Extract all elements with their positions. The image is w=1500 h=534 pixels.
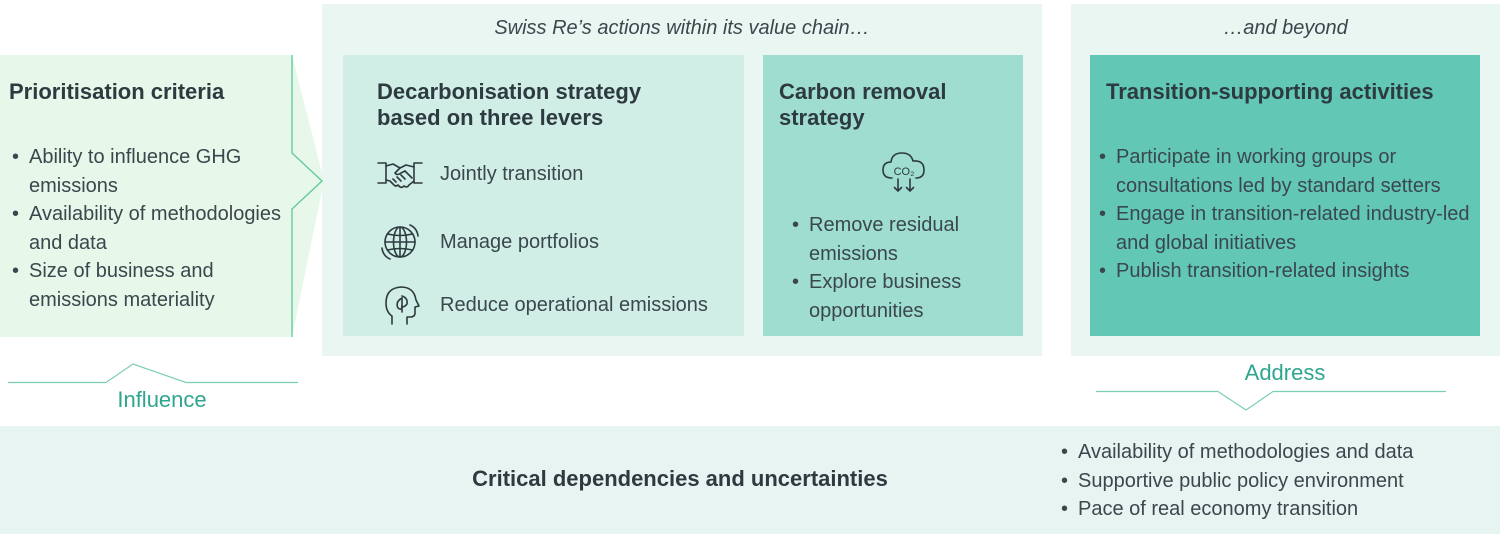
lever-label: Jointly transition (440, 162, 584, 185)
carbon-removal-box: Carbon removal strategy CO₂ Remove resid… (763, 55, 1023, 336)
co2-cloud-icon: CO₂ (878, 148, 930, 196)
carbon-removal-title-line1: Carbon removal (779, 79, 947, 104)
carbon-removal-list: Remove residual emissions Explore busine… (789, 211, 1014, 325)
carbon-removal-title-line2: strategy (779, 105, 865, 130)
handshake-icon (375, 154, 425, 194)
lever-jointly-transition: Jointly transition (375, 154, 583, 194)
decarbonisation-box: Decarbonisation strategy based on three … (343, 55, 744, 336)
list-item: Engage in transition-related industry-le… (1096, 200, 1476, 257)
transition-title: Transition-supporting activities (1106, 79, 1434, 104)
influence-label: Influence (117, 387, 207, 412)
list-item: Availability of methodologies and data (9, 200, 284, 257)
list-item: Publish transition-related insights (1096, 257, 1476, 286)
lever-label: Manage portfolios (440, 230, 599, 253)
head-leaf-icon (375, 285, 425, 325)
decarbonisation-title-line1: Decarbonisation strategy (377, 79, 642, 104)
list-item: Ability to influence GHG emissions (9, 143, 284, 200)
dependencies-title: Critical dependencies and uncertainties (472, 466, 888, 491)
address-label: Address (1244, 360, 1326, 385)
list-item: Explore business opportunities (789, 268, 1014, 325)
transition-list: Participate in working groups or consult… (1096, 143, 1476, 286)
lever-label: Reduce operational emissions (440, 293, 708, 316)
transition-box: Transition-supporting activities Partici… (1090, 55, 1480, 336)
lever-manage-portfolios: Manage portfolios (375, 222, 599, 262)
list-item: Remove residual emissions (789, 211, 1014, 268)
address-arrow (1096, 390, 1446, 411)
list-item: Size of business and emissions materiali… (9, 257, 284, 314)
prioritisation-title: Prioritisation criteria (9, 79, 225, 104)
list-item: Pace of real economy transition (1058, 495, 1498, 524)
globe-icon (375, 222, 425, 262)
list-item: Participate in working groups or consult… (1096, 143, 1476, 200)
prioritisation-list: Ability to influence GHG emissions Avail… (9, 143, 284, 314)
list-item: Availability of methodologies and data (1058, 438, 1498, 467)
dependencies-list: Availability of methodologies and data S… (1058, 438, 1498, 524)
list-item: Supportive public policy environment (1058, 467, 1498, 496)
value-chain-caption: Swiss Re’s actions within its value chai… (494, 17, 870, 39)
decarbonisation-title-line2: based on three levers (377, 105, 604, 130)
svg-text:CO₂: CO₂ (894, 166, 915, 178)
lever-reduce-operational-emissions: Reduce operational emissions (375, 285, 708, 325)
beyond-caption: …and beyond (1223, 17, 1348, 39)
influence-arrow (8, 363, 298, 384)
